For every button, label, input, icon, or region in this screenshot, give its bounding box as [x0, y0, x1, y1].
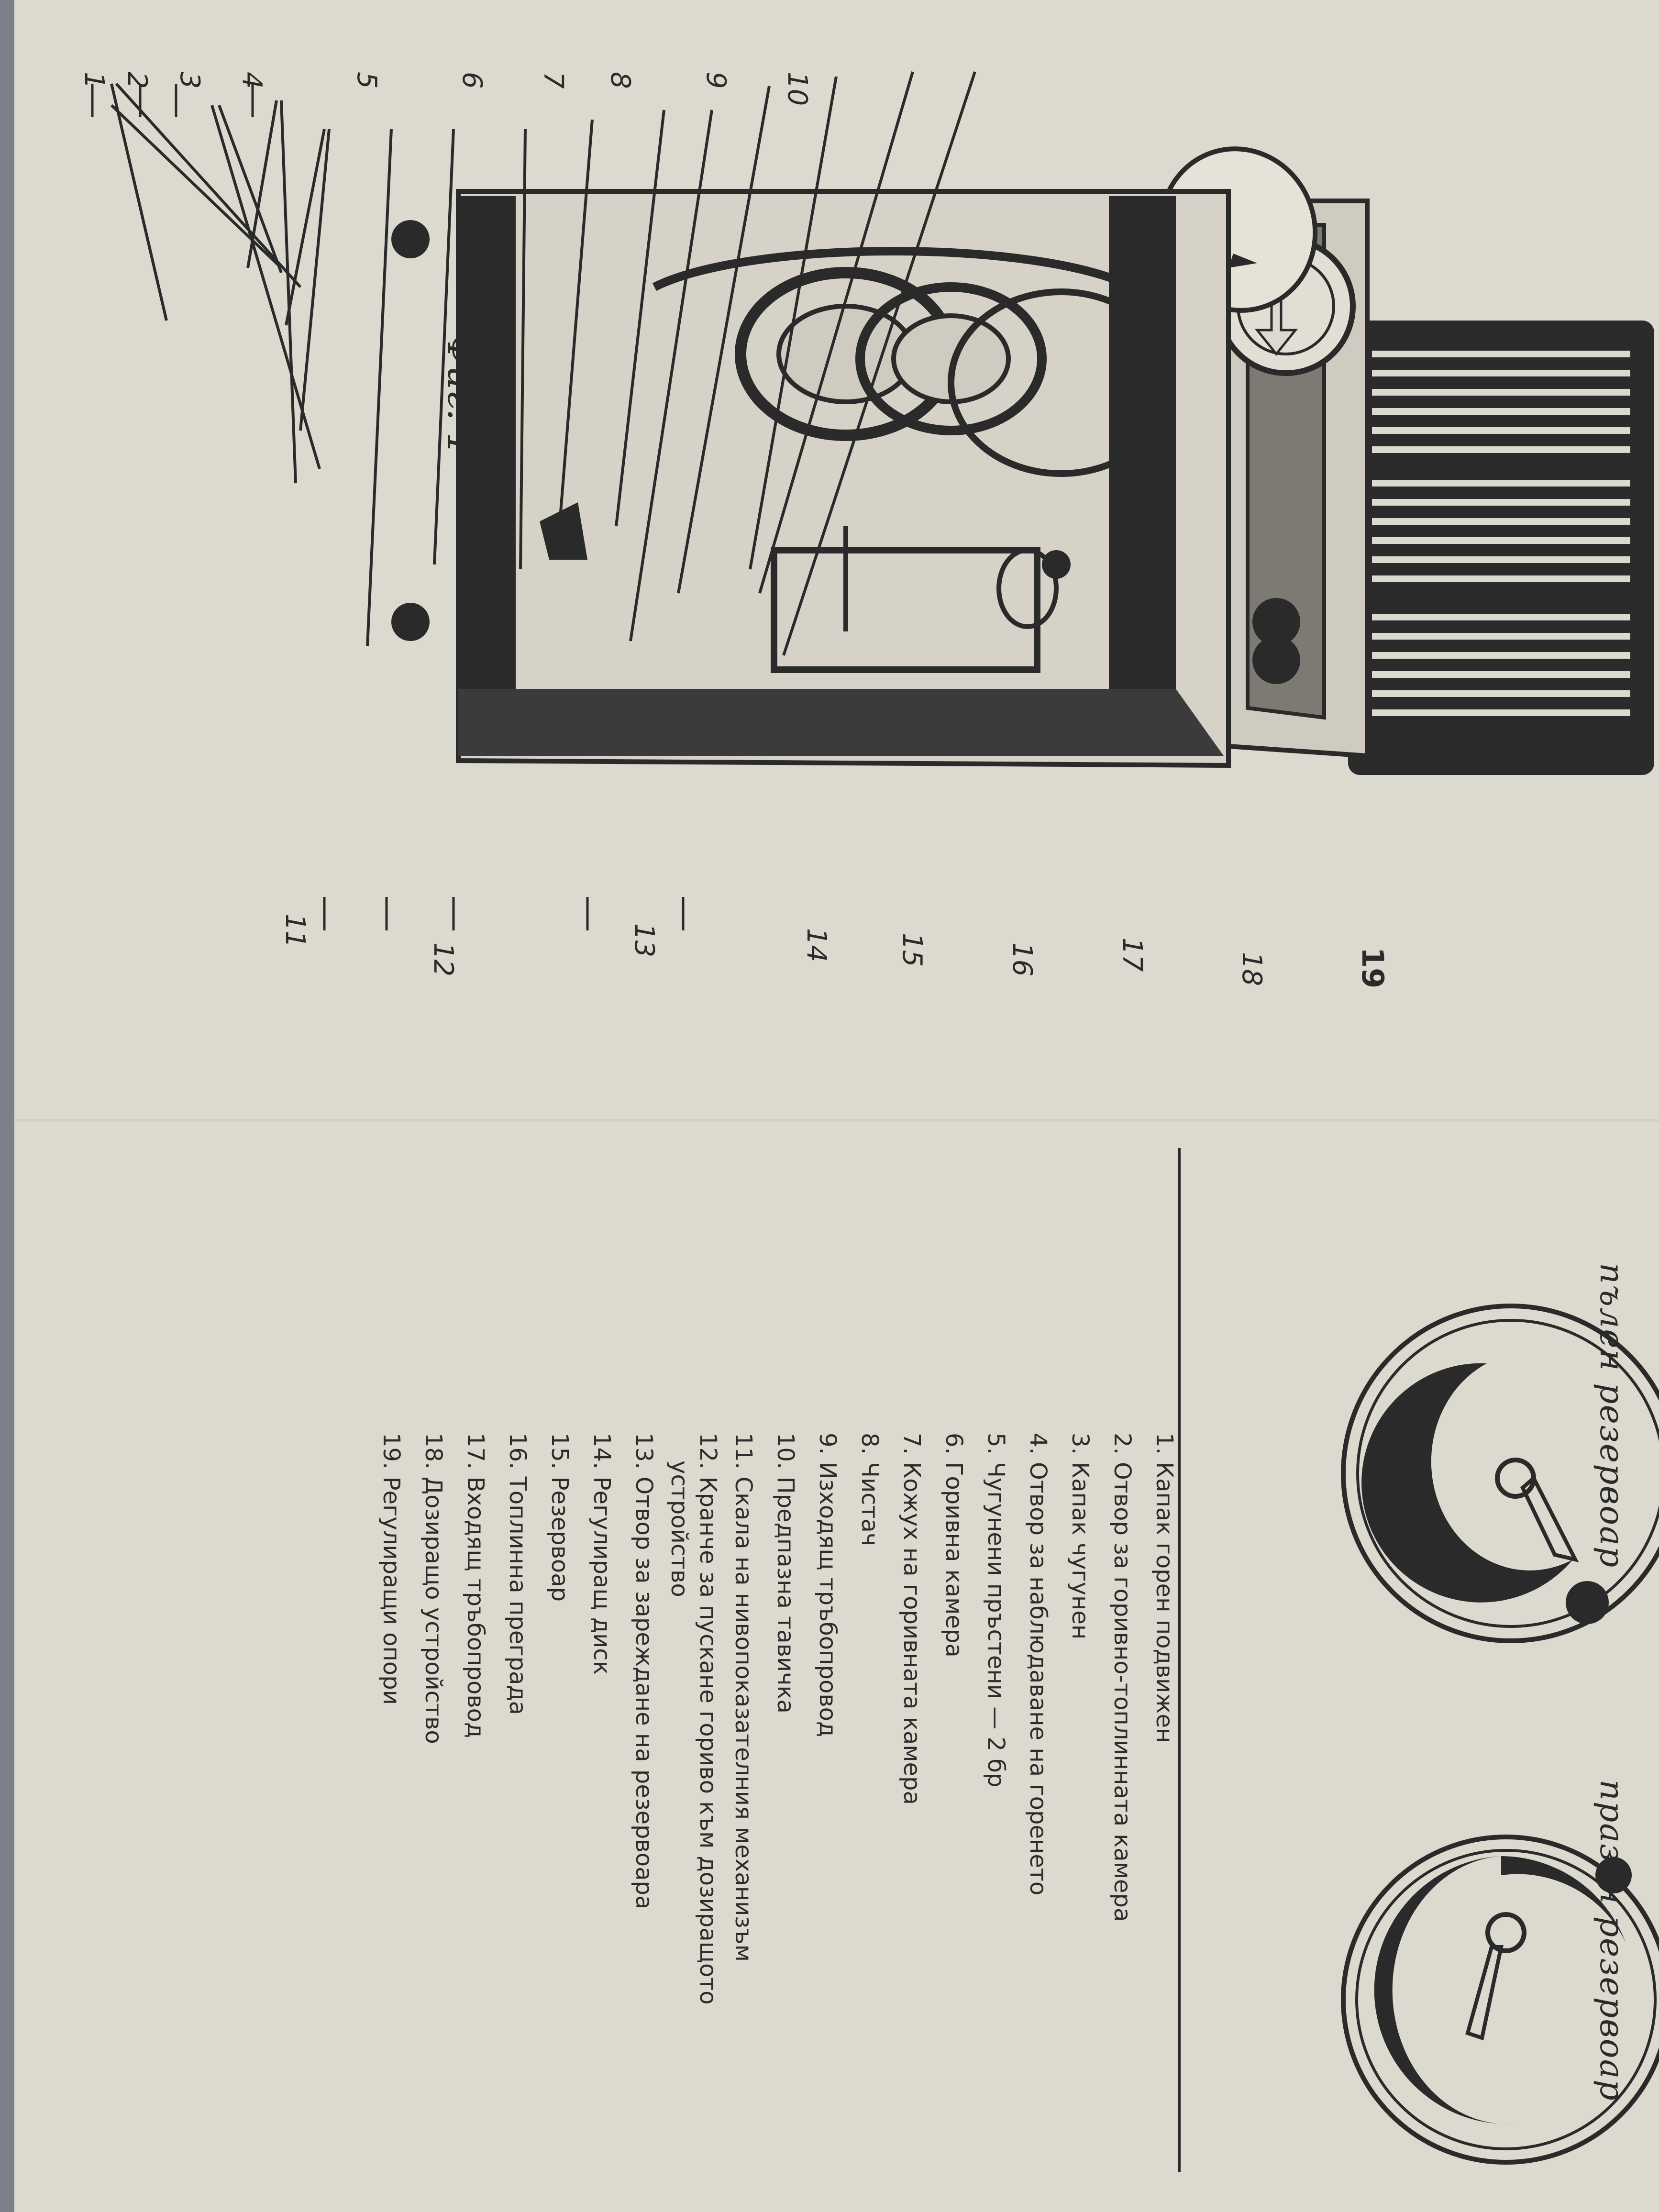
legend-item: 15. Резервоар: [546, 1433, 573, 1602]
legend-item: 13. Отвор за зареждане на резервоара: [630, 1433, 657, 1910]
legend-item: 14. Регулиращ диск: [588, 1433, 615, 1675]
rotated-page-content: пълен резервоар празен резервоар: [14, 0, 1659, 2212]
figure-caption: Фиг. 1: [439, 335, 482, 456]
callout-1: 1: [78, 72, 110, 89]
callout-6: 6: [456, 72, 487, 89]
callout-numbers: 1 2 3 4 5 6 7 8 9 10 11 12 13 14 15 16 1…: [78, 72, 1390, 988]
legend-item: 12. Кранче за пускане гориво към дозиращ…: [666, 1433, 721, 2005]
legend-item: 19. Регулиращи опори: [378, 1433, 405, 1705]
callout-2: 2: [122, 72, 153, 89]
parts-legend: 1. Капак горен подвижен 2. Отвор за гори…: [370, 1433, 1185, 2126]
legend-item: 18. Дозиращо устройство: [420, 1433, 447, 1744]
legend-item: 17. Входящ тръбопровод: [462, 1433, 489, 1738]
callout-7: 7: [538, 72, 569, 89]
callout-18: 18: [1236, 952, 1267, 986]
callout-13: 13: [629, 923, 660, 957]
legend-item: 9. Изходящ тръбопровод: [814, 1433, 841, 1737]
illustration-layer: 1 2 3 4 5 6 7 8 9 10 11 12 13 14 15 16 1…: [78, 71, 1659, 2165]
empty-tank-gauge: [1341, 1835, 1659, 2165]
callout-14: 14: [801, 928, 832, 962]
legend-item: 7. Кожух на горивната камера: [898, 1433, 925, 1805]
manual-page: пълен резервоар празен резервоар: [14, 0, 1659, 2212]
legend-item: 1. Капак горен подвижен: [1151, 1433, 1178, 1743]
legend-item: 3. Капак чугунен: [1067, 1433, 1094, 1640]
legend-item: 10. Предпазна тавичка: [772, 1433, 799, 1714]
legend-item: 8. Чистач: [856, 1433, 883, 1547]
callout-16: 16: [1006, 942, 1038, 976]
callout-19: 19: [1355, 947, 1390, 988]
legend-item: 4. Отвор за наблюдаване на горенето: [1025, 1433, 1051, 1896]
full-tank-gauge: [1341, 1304, 1659, 1643]
callout-5: 5: [351, 72, 382, 89]
callout-4: 4: [236, 72, 267, 89]
callout-3: 3: [174, 72, 205, 89]
callout-10: 10: [782, 72, 813, 106]
legend-item: 2. Отвор за горивно-топлинната камера: [1109, 1433, 1136, 1922]
callout-15: 15: [896, 933, 928, 967]
legend-item: 16. Топлинна преграда: [504, 1433, 531, 1715]
callout-12: 12: [428, 942, 459, 976]
legend-item: 5. Чугунени пръстени — 2 бр: [983, 1433, 1009, 1788]
stove-illustration: [91, 71, 1654, 930]
callout-8: 8: [605, 72, 636, 89]
callout-9: 9: [700, 72, 731, 89]
legend-item: 6. Горивна камера: [940, 1433, 967, 1658]
callout-17: 17: [1117, 938, 1148, 972]
legend-item: 11. Скала на нивопоказателния механизъм: [730, 1433, 757, 1962]
callout-11: 11: [279, 914, 310, 948]
